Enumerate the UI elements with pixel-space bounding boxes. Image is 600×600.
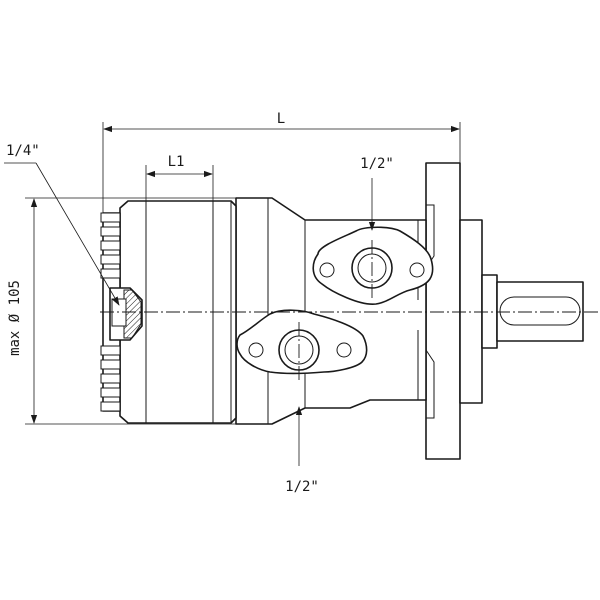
label-port-spacing: L1 [168, 154, 185, 170]
cover-bolts [100, 212, 121, 412]
leader-port-top: 1/2" [360, 156, 394, 231]
dimension-port-spacing: L1 [145, 154, 214, 201]
output-shaft [481, 274, 584, 349]
drain-plug [109, 287, 143, 341]
center-lines [100, 240, 600, 380]
label-port-bottom: 1/2" [285, 479, 319, 495]
label-drain-port: 1/4" [6, 143, 40, 159]
end-cover [100, 212, 121, 412]
label-max-diameter: max Ø 105 [7, 280, 23, 356]
label-overall-length: L [277, 111, 285, 127]
dimension-max-diameter: max Ø 105 [7, 197, 272, 425]
port-manifold-top [312, 226, 434, 305]
housing-body [235, 197, 435, 425]
label-port-top: 1/2" [360, 156, 394, 172]
mounting-flange [425, 162, 483, 460]
leader-drain-port: 1/4" [4, 143, 120, 306]
leader-port-bottom: 1/2" [285, 406, 319, 495]
